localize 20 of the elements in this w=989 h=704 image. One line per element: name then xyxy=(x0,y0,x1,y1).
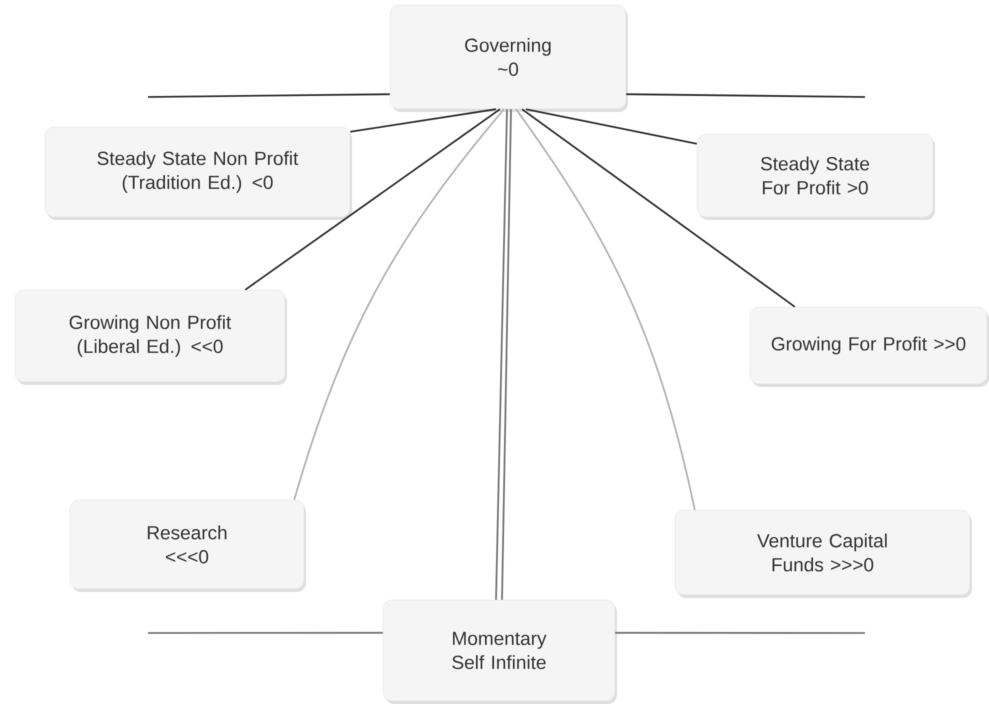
process-box: Growing Non Profit (Liberal Ed.) <<0 xyxy=(14,290,287,385)
connector-line xyxy=(495,109,508,600)
connector-line xyxy=(148,93,390,98)
connector-line xyxy=(626,93,866,98)
process-box: Growing For Profit >>0 xyxy=(750,306,989,387)
process-box: Venture Capital Funds >>>0 xyxy=(674,510,972,598)
connector-line xyxy=(501,109,512,600)
process-box: Steady State Non Profit (Tradition Ed.) <0 xyxy=(44,126,352,220)
connector-line xyxy=(244,108,501,291)
connector-line xyxy=(515,108,696,510)
process-box: Research <<<0 xyxy=(70,500,306,592)
connector-line xyxy=(521,108,796,308)
connector-line xyxy=(615,632,865,634)
process-box: Steady State For Profit >0 xyxy=(696,134,935,220)
connector-line xyxy=(350,108,496,133)
process-box: Momentary Self Infinite xyxy=(382,600,617,704)
connector-line xyxy=(526,108,697,145)
process-box: Governing ~0 xyxy=(390,4,628,112)
connector-line xyxy=(148,632,383,634)
connector-line xyxy=(293,108,505,500)
